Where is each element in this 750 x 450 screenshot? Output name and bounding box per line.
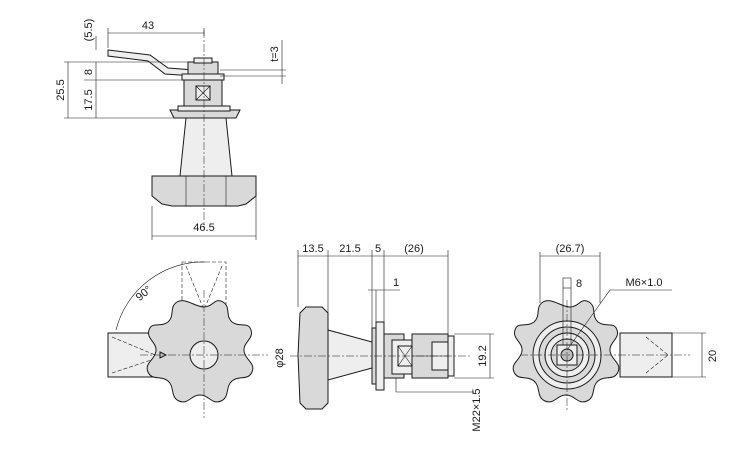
dim-flange-length: 5	[375, 243, 381, 255]
dim-overall-height: 25.5	[55, 79, 67, 100]
side-view: 13.5 21.5 5 (26) 1 φ28 M22×1.5 19.2	[274, 243, 494, 432]
dim-nut-height: 8	[83, 69, 95, 75]
dim-overall-width: (26.7)	[556, 243, 585, 255]
dim-arm-offset: (5.5)	[83, 19, 95, 42]
dim-body-length: (26)	[404, 243, 424, 255]
dim-arm-thickness: t=3	[269, 46, 281, 62]
rotation-arc	[115, 261, 207, 331]
washer	[181, 73, 225, 81]
dim-washer: 1	[393, 277, 399, 289]
end-view: (26.7) 8 M6×1.0 20	[512, 243, 719, 410]
side-neck	[327, 329, 373, 381]
dim-rotation-angle: 90°	[134, 284, 154, 304]
dim-knob-diameter: φ28	[274, 348, 286, 367]
dim-arm-length: 43	[142, 20, 154, 32]
latch-arm	[107, 49, 195, 77]
dim-bolt: M6×1.0	[626, 277, 663, 289]
dim-height: 19.2	[477, 345, 489, 366]
knob-neck	[179, 117, 233, 177]
dim-thread: M22×1.5	[471, 388, 483, 431]
dim-square: 8	[576, 278, 582, 290]
dim-shaft-height: 17.5	[83, 89, 95, 110]
top-nut	[187, 61, 219, 75]
side-knob	[297, 306, 329, 410]
dim-knob-length: 13.5	[302, 243, 323, 255]
top-view: 43 (5.5) 25.5 8 17.5 t=3 46.5	[55, 19, 286, 240]
dim-knob-width: 46.5	[193, 222, 214, 234]
dim-neck-length: 21.5	[339, 243, 360, 255]
dim-arm-width: 20	[707, 350, 719, 362]
front-view: 90°	[107, 261, 268, 418]
